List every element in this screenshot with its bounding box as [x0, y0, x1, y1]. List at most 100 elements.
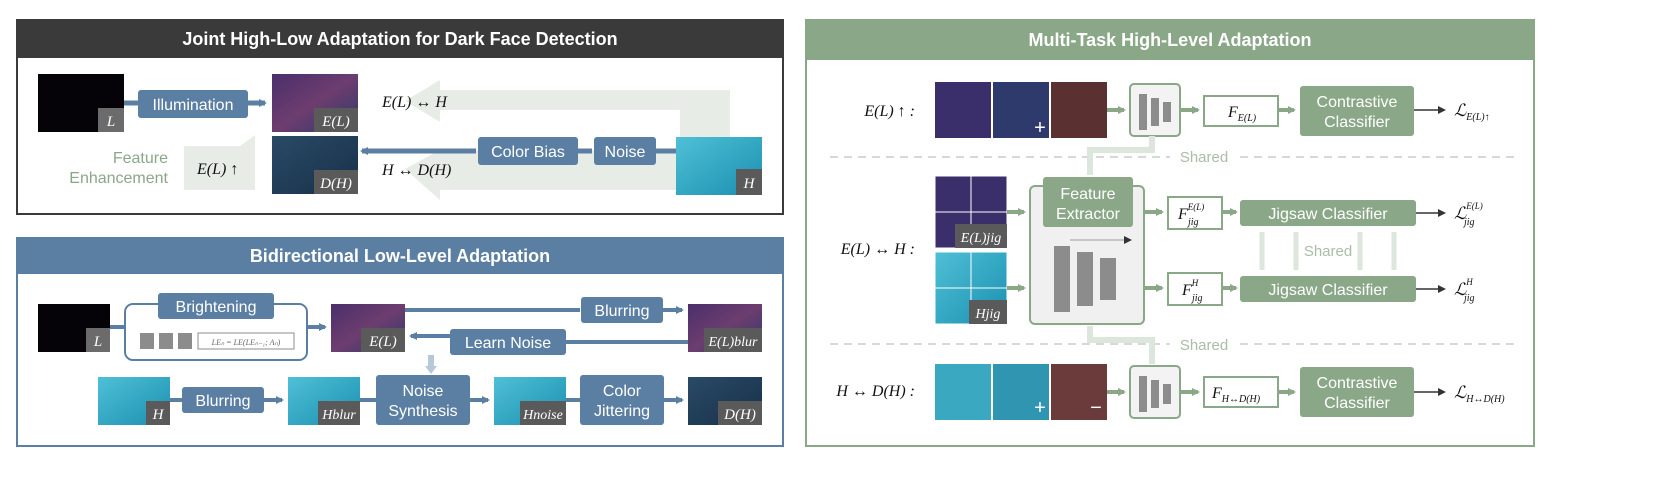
feature-enhancement-bubble	[184, 135, 255, 190]
svg-text:jig: jig	[1462, 293, 1475, 304]
bidir-image-Hblur: Hblur	[288, 377, 360, 425]
svg-text:Illumination: Illumination	[153, 97, 234, 114]
svg-text:Noise: Noise	[605, 144, 646, 161]
svg-text:H: H	[152, 407, 165, 423]
svg-text:FE(L): FE(L)	[1227, 104, 1257, 124]
svg-text:FH↔D(H): FH↔D(H)	[1211, 385, 1261, 405]
illumination-box: Illumination	[138, 90, 248, 118]
svg-text:+: +	[1034, 397, 1046, 419]
svg-text:−: −	[1090, 397, 1102, 419]
bidir-image-Hnoise: Hnoise	[494, 377, 566, 425]
svg-text:LEₙ = LE(LEₙ₋₁; Aₙ): LEₙ = LE(LEₙ₋₁; Aₙ)	[211, 338, 281, 347]
loss2: ℒE(L)	[1454, 201, 1483, 223]
svg-text:D(H): D(H)	[319, 176, 352, 192]
row2-label: E(L) ↔ H :	[840, 241, 915, 258]
svg-text:Contrastive: Contrastive	[1317, 375, 1398, 392]
panel-bidir-title: Bidirectional Low-Level Adaptation	[250, 246, 550, 266]
jigsaw-el-box: Jigsaw Classifier	[1240, 200, 1416, 226]
row3-f-box: FH↔D(H)	[1203, 376, 1279, 408]
f-jig-el-box: FE(L) jig	[1167, 196, 1223, 230]
panel-bidir: Bidirectional Low-Level Adaptation L Bri…	[16, 237, 784, 447]
svg-text:L: L	[106, 114, 115, 130]
svg-text:Noise: Noise	[403, 383, 444, 400]
row3-label: H ↔ D(H) :	[835, 383, 915, 400]
jigsaw-h-box: Jigsaw Classifier	[1240, 276, 1416, 302]
svg-text:Blurring: Blurring	[195, 393, 250, 410]
svg-text:Hnoise: Hnoise	[522, 408, 563, 423]
svg-text:jig: jig	[1462, 217, 1475, 228]
svg-text:FH: FH	[1181, 278, 1199, 299]
svg-text:jig: jig	[1190, 293, 1203, 304]
panel-joint-title: Joint High-Low Adaptation for Dark Face …	[182, 29, 617, 49]
svg-text:jig: jig	[1186, 217, 1199, 228]
svg-text:Hblur: Hblur	[321, 408, 356, 423]
learn-noise-box: Learn Noise	[450, 329, 566, 355]
svg-text:E(L): E(L)	[368, 334, 397, 350]
svg-text:+: +	[1034, 117, 1046, 139]
f-jig-h-box: FH jig	[1167, 272, 1223, 306]
panel-multi: Multi-Task High-Level Adaptation E(L) ↑ …	[805, 19, 1535, 447]
loss4: ℒH↔D(H)	[1454, 383, 1505, 405]
noise-synthesis-box: Noise Synthesis	[376, 375, 470, 425]
svg-text:FE(L): FE(L)	[1177, 202, 1204, 223]
loss1: ℒE(L)↑	[1454, 101, 1490, 123]
joint-feedback-arrow	[405, 80, 730, 155]
row3-images: + −	[935, 364, 1107, 420]
bidir-image-ELblur: E(L)blur	[688, 304, 762, 352]
svg-text:Synthesis: Synthesis	[388, 403, 457, 420]
shared-bottom: Shared	[1180, 337, 1228, 354]
feature-extractor: Feature Extractor	[1029, 177, 1145, 325]
image-H: H	[676, 137, 762, 195]
svg-text:E(L)jig: E(L)jig	[960, 231, 1001, 246]
bidir-image-EL: E(L)	[331, 304, 405, 352]
svg-text:Jittering: Jittering	[594, 403, 650, 420]
eq-h-dh: H ↔ D(H)	[381, 162, 451, 179]
image-EL: E(L)	[272, 74, 358, 132]
shared-jigsaw-arrows	[1259, 232, 1397, 270]
row1-f-box: FE(L)	[1203, 95, 1279, 127]
row2-images-h: Hjig	[934, 251, 1008, 325]
blurring-bottom-box: Blurring	[182, 387, 264, 413]
svg-text:Jigsaw Classifier: Jigsaw Classifier	[1268, 282, 1388, 299]
row1-contrastive-box: Contrastive Classifier	[1300, 86, 1414, 136]
shared-mid: Shared	[1304, 243, 1352, 260]
svg-text:Jigsaw Classifier: Jigsaw Classifier	[1268, 206, 1388, 223]
row2-images-el: E(L)jig	[934, 175, 1008, 249]
eq-el-up: E(L) ↑	[196, 161, 238, 178]
svg-text:Color Bias: Color Bias	[491, 144, 565, 161]
svg-text:Learn Noise: Learn Noise	[465, 335, 551, 352]
feature-enhancement-label-2: Enhancement	[69, 170, 168, 187]
svg-text:Brightening: Brightening	[176, 299, 257, 316]
loss3: ℒH	[1454, 277, 1473, 299]
svg-text:E(L)blur: E(L)blur	[708, 335, 759, 350]
color-bias-box: Color Bias	[478, 137, 578, 165]
bidir-image-L: L	[38, 304, 110, 352]
shared-top: Shared	[1180, 149, 1228, 166]
blurring-top-box: Blurring	[581, 297, 663, 323]
panel-multi-title: Multi-Task High-Level Adaptation	[1028, 30, 1311, 50]
row1-label: E(L) ↑ :	[863, 103, 915, 120]
svg-text:L: L	[93, 334, 102, 350]
brightening-box: Brightening LEₙ = LE(LEₙ₋₁; Aₙ)	[124, 293, 308, 361]
svg-text:Feature: Feature	[1060, 186, 1115, 203]
svg-text:Classifier: Classifier	[1324, 114, 1390, 131]
noise-box: Noise	[594, 137, 656, 165]
svg-text:Classifier: Classifier	[1324, 395, 1390, 412]
bidir-image-H: H	[98, 377, 170, 425]
eq-el-h: E(L) ↔ H	[381, 94, 448, 111]
svg-text:D(H): D(H)	[723, 407, 756, 423]
svg-text:Hjig: Hjig	[975, 307, 1001, 322]
panel-joint: Joint High-Low Adaptation for Dark Face …	[16, 19, 784, 215]
feature-enhancement-label-1: Feature	[113, 150, 168, 167]
row1-extractor-mini	[1129, 83, 1181, 137]
image-DH: D(H)	[272, 136, 358, 194]
bidir-image-DH: D(H)	[688, 377, 762, 425]
row3-contrastive-box: Contrastive Classifier	[1300, 367, 1414, 417]
row1-images: +	[935, 82, 1107, 139]
svg-text:H: H	[743, 176, 756, 192]
row3-extractor-mini	[1129, 365, 1181, 419]
svg-text:Contrastive: Contrastive	[1317, 94, 1398, 111]
image-L: L	[38, 74, 124, 132]
